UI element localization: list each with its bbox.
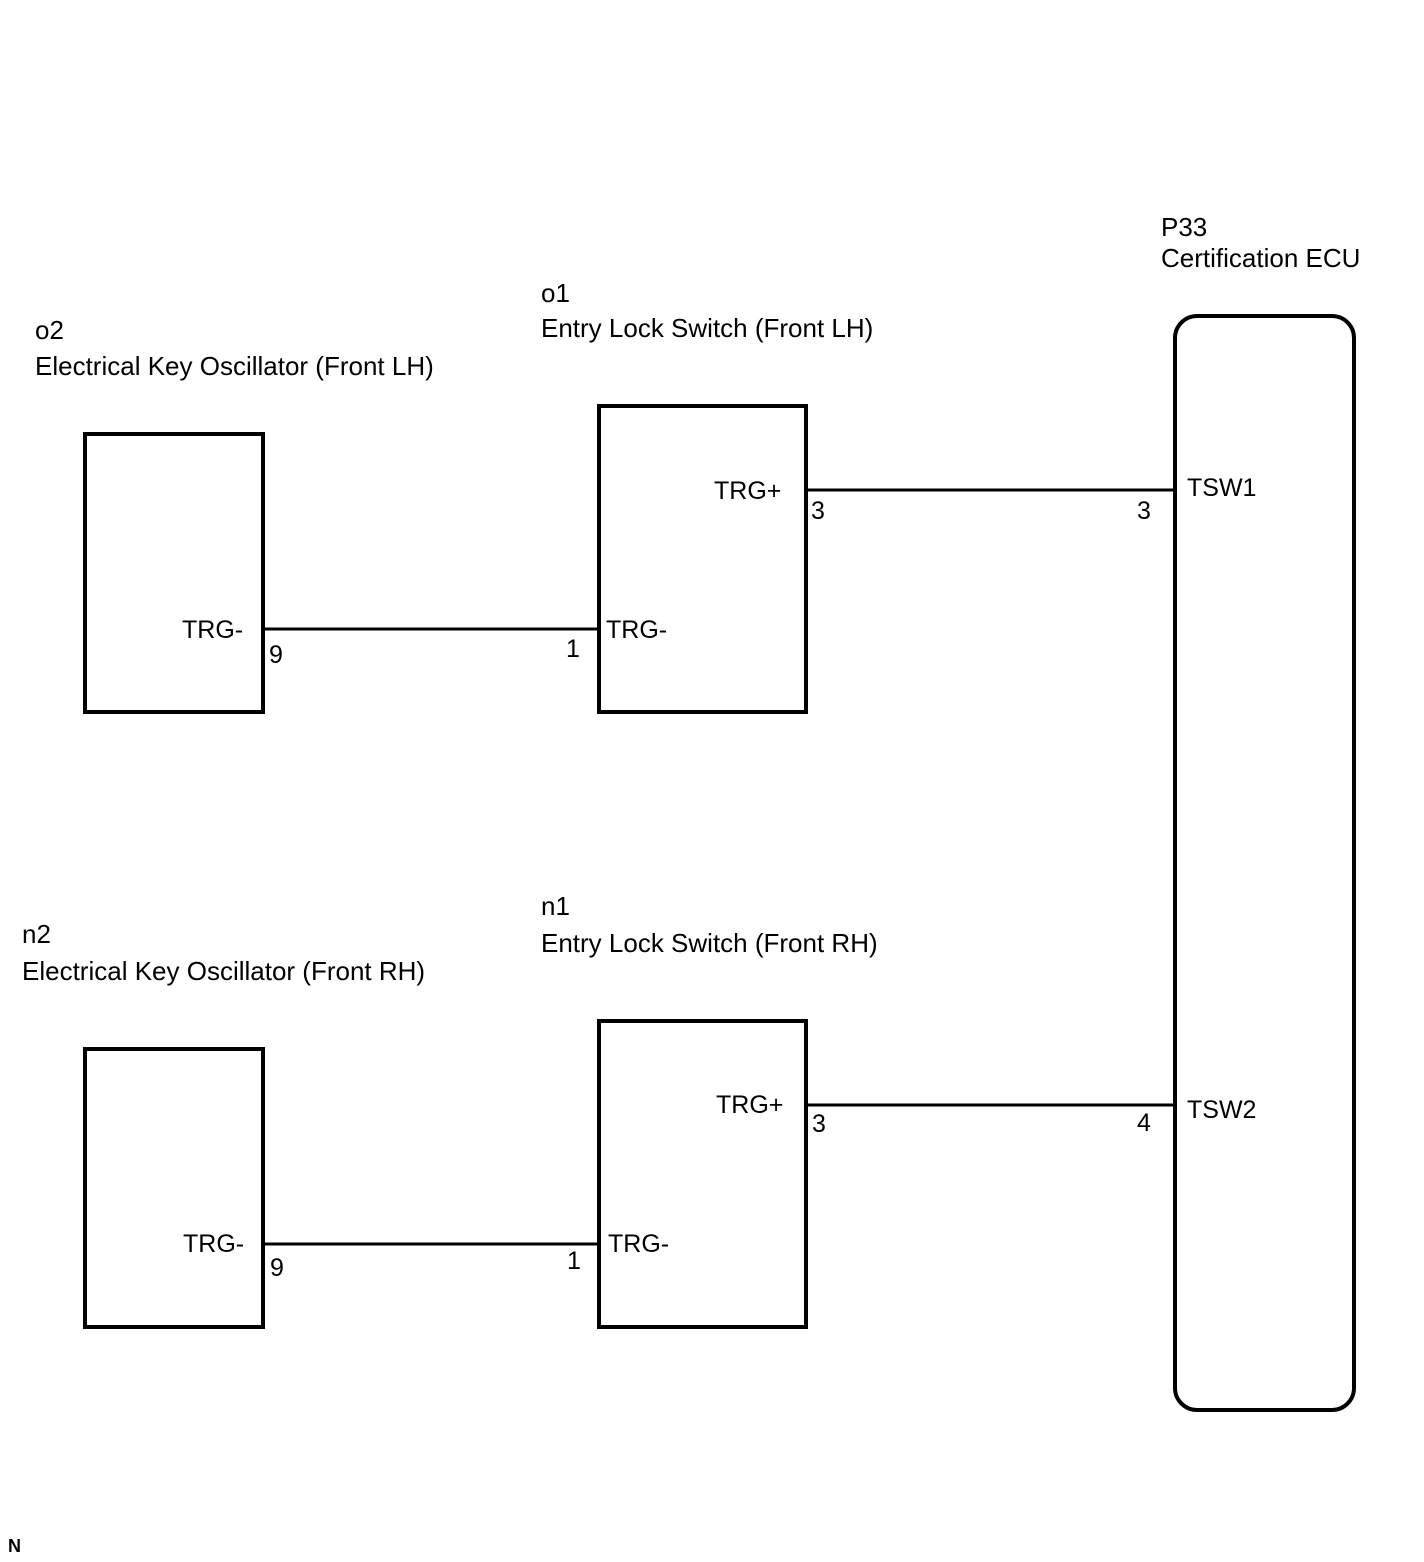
n1-pin-pos: 3 [812, 1110, 826, 1138]
n1-terminal-pos: TRG+ [716, 1091, 784, 1119]
n2-name: Electrical Key Oscillator (Front RH) [22, 956, 426, 986]
p33-pin-2: 4 [1137, 1109, 1151, 1137]
o1-terminal-pos: TRG+ [714, 477, 782, 505]
p33-name: Certification ECU [1161, 243, 1361, 273]
o1-pin-neg: 1 [566, 635, 580, 663]
n2-oscillator-box [83, 1047, 265, 1329]
o1-pin-pos: 3 [811, 497, 825, 525]
p33-code: P33 [1161, 212, 1208, 242]
o2-code: o2 [35, 315, 64, 345]
n2-terminal: TRG- [183, 1230, 245, 1258]
n1-terminal-neg: TRG- [608, 1230, 670, 1258]
o1-terminal-neg: TRG- [606, 616, 668, 644]
n1-code: n1 [541, 891, 570, 921]
n2-pin: 9 [270, 1254, 284, 1282]
n1-switch-box [597, 1019, 808, 1329]
o1-name: Entry Lock Switch (Front LH) [541, 313, 874, 343]
o2-pin: 9 [269, 641, 283, 669]
p33-terminal-2: TSW2 [1187, 1096, 1257, 1124]
n1-pin-neg: 1 [567, 1247, 581, 1275]
o1-code: o1 [541, 278, 570, 308]
o2-terminal: TRG- [182, 616, 244, 644]
o2-name: Electrical Key Oscillator (Front LH) [35, 351, 434, 381]
p33-ecu-box [1173, 314, 1356, 1412]
o2-oscillator-box [83, 432, 265, 714]
corner-mark: N [8, 1536, 21, 1556]
p33-terminal-1: TSW1 [1187, 474, 1257, 502]
p33-pin-1: 3 [1137, 497, 1151, 525]
o1-switch-box [597, 404, 808, 714]
n1-name: Entry Lock Switch (Front RH) [541, 928, 878, 958]
n2-code: n2 [22, 919, 51, 949]
